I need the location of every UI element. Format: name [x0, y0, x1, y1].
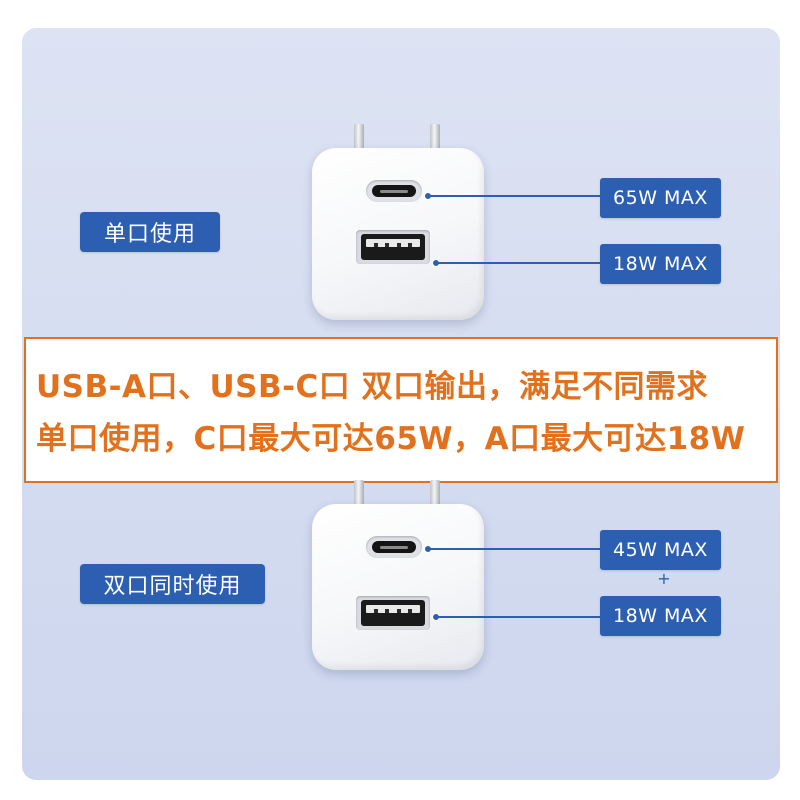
dual-port-label: 双口同时使用: [80, 564, 265, 604]
charger-body: [312, 504, 484, 670]
usba-spec-text-bottom: 18W MAX: [613, 605, 708, 627]
usb-a-port-icon: [356, 230, 430, 264]
single-port-label: 单口使用: [80, 212, 220, 252]
connector-line-usba-top: [438, 262, 600, 264]
plug-prong-icon: [354, 480, 364, 508]
banner-line-1: USB-A口、USB-C口 双口输出，满足不同需求: [36, 369, 709, 405]
banner-line-2: 单口使用，C口最大可达65W，A口最大可达18W: [36, 421, 746, 457]
connector-line-usbc-top: [430, 195, 600, 197]
usb-c-port-icon: [366, 180, 422, 202]
connector-line-usba-bottom: [438, 616, 600, 618]
usb-a-port-icon: [356, 596, 430, 630]
charger-body: [312, 148, 484, 320]
single-port-label-text: 单口使用: [103, 222, 196, 247]
plug-prong-icon: [430, 124, 440, 152]
charger-bottom: [312, 480, 484, 670]
charger-top: [312, 124, 484, 320]
plug-prong-icon: [430, 480, 440, 508]
usba-spec-badge-top: 18W MAX: [600, 244, 721, 284]
usbc-spec-badge-top: 65W MAX: [600, 178, 721, 218]
usbc-spec-text-top: 65W MAX: [613, 187, 708, 209]
usb-c-port-icon: [366, 536, 422, 558]
plus-sign: +: [657, 569, 671, 588]
connector-line-usbc-bottom: [430, 548, 600, 550]
feature-banner: USB-A口、USB-C口 双口输出，满足不同需求 单口使用，C口最大可达65W…: [24, 337, 778, 483]
usbc-spec-text-bottom: 45W MAX: [613, 539, 708, 561]
dual-port-label-text: 双口同时使用: [103, 574, 242, 599]
usbc-spec-badge-bottom: 45W MAX: [600, 530, 721, 570]
usba-spec-text-top: 18W MAX: [613, 253, 708, 275]
usba-spec-badge-bottom: 18W MAX: [600, 596, 721, 636]
plug-prong-icon: [354, 124, 364, 152]
